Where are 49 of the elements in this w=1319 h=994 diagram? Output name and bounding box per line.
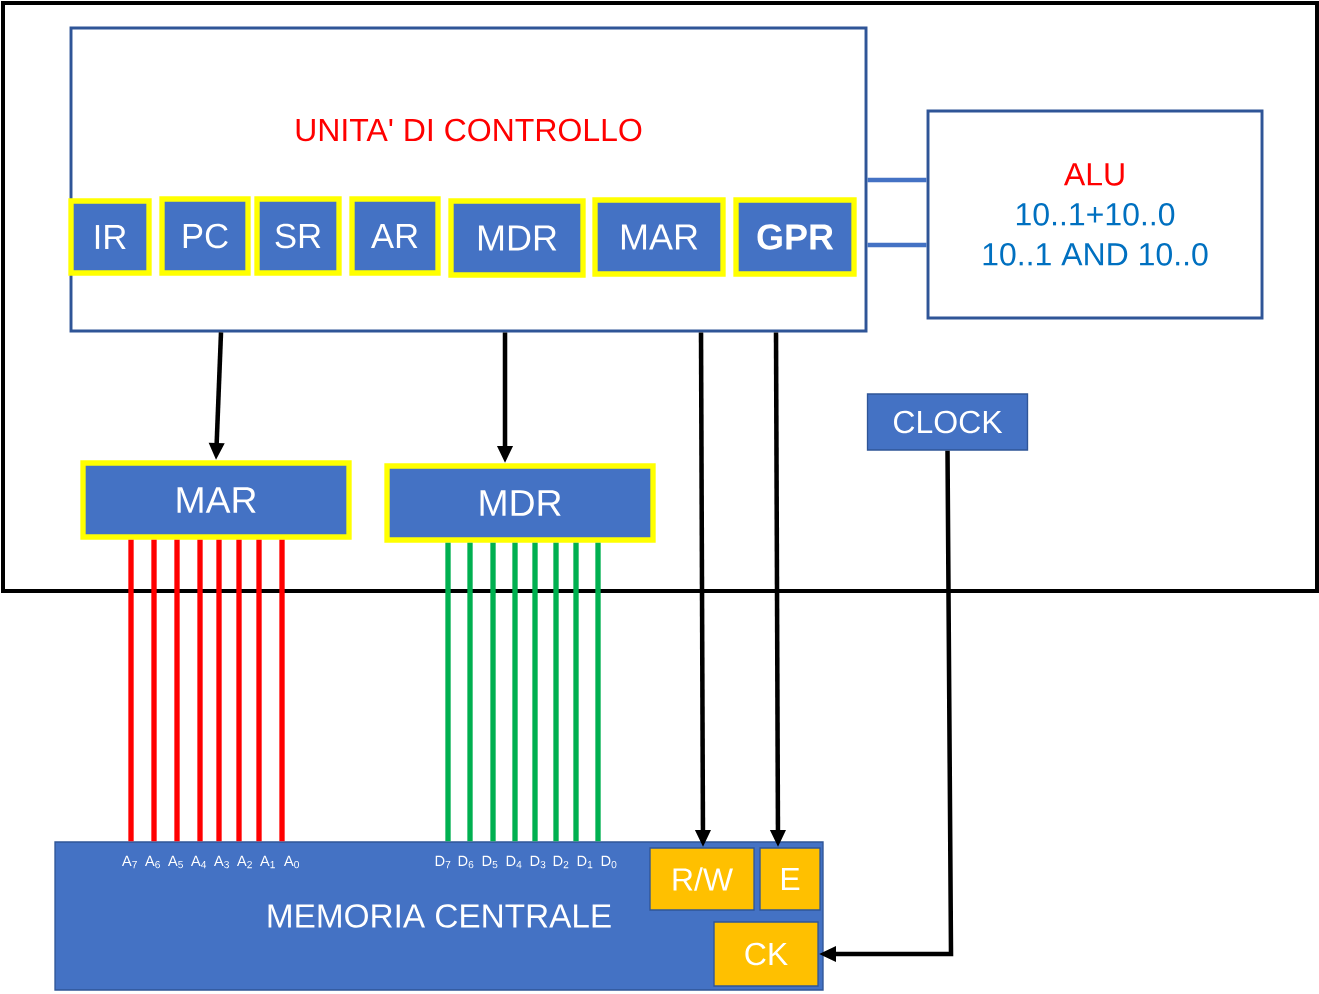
bus-line xyxy=(236,539,242,842)
register-box: MDR xyxy=(448,198,586,278)
pin-label: A$_{2}$ xyxy=(236,855,252,869)
alu-box: ALU 10..1+10..0 10..1 AND 10..0 xyxy=(926,109,1264,320)
bus-line xyxy=(216,539,222,842)
bus-line xyxy=(595,542,601,842)
control-pin-box: CK xyxy=(713,921,819,987)
pin-label: D$_{1}$ xyxy=(577,855,593,869)
pin-label: A$_{5}$ xyxy=(167,855,183,869)
pin-label: A$_{3}$ xyxy=(213,855,229,869)
control-pin-box: R/W xyxy=(649,847,755,911)
register-box: PC xyxy=(159,196,251,276)
register-box: AR xyxy=(349,196,441,276)
bus-line xyxy=(573,542,579,842)
pin-label: A$_{6}$ xyxy=(144,855,160,869)
pin-label: D$_{6}$ xyxy=(458,855,474,869)
pin-label: D$_{4}$ xyxy=(506,855,522,869)
bus-line xyxy=(151,539,157,842)
clock-box: CLOCK xyxy=(866,393,1029,451)
bus-line xyxy=(174,539,180,842)
register-box: GPR xyxy=(733,197,857,277)
register-box: MAR xyxy=(592,197,726,277)
bus-line xyxy=(256,539,262,842)
bus-line xyxy=(532,542,538,842)
bus-line xyxy=(467,542,473,842)
pin-label: D$_{0}$ xyxy=(601,855,617,869)
pin-label: A$_{1}$ xyxy=(259,855,275,869)
pin-label: D$_{2}$ xyxy=(553,855,569,869)
register-box: SR xyxy=(254,196,342,276)
bus-line xyxy=(445,542,451,842)
register-box: MAR xyxy=(80,460,352,540)
bus-line xyxy=(490,542,496,842)
pin-label: D$_{3}$ xyxy=(530,855,546,869)
pin-label: A$_{4}$ xyxy=(190,855,207,869)
pin-label: D$_{5}$ xyxy=(482,855,498,869)
control-pin-box: E xyxy=(759,847,821,911)
register-box: IR xyxy=(68,198,152,276)
cpu-frame xyxy=(1,1,1319,593)
pin-label: A$_{7}$ xyxy=(121,855,137,869)
register-box: MDR xyxy=(384,463,656,543)
bus-line xyxy=(128,539,134,842)
bus-line xyxy=(279,539,285,842)
bus-line xyxy=(867,177,927,183)
pin-label: A$_{0}$ xyxy=(283,855,300,869)
bus-line xyxy=(197,539,203,842)
bus-line xyxy=(867,242,927,248)
bus-line xyxy=(553,542,559,842)
pin-label: D$_{7}$ xyxy=(435,855,451,869)
bus-line xyxy=(512,542,518,842)
